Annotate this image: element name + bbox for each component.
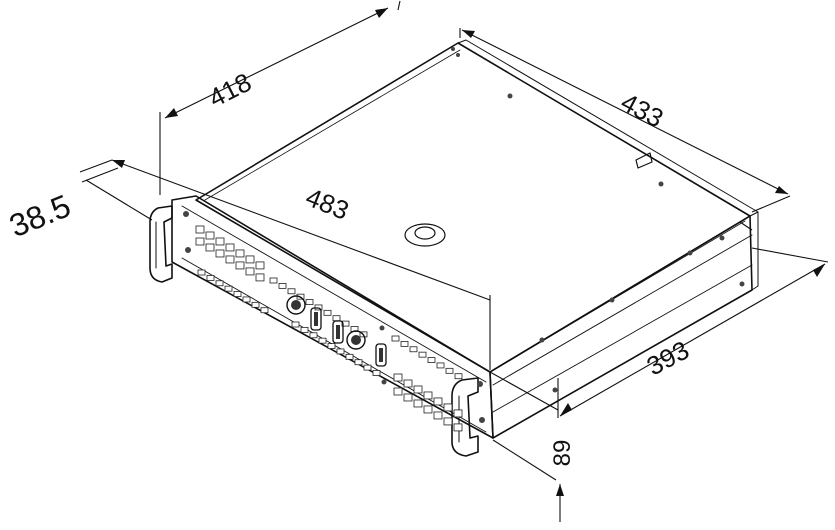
front-button	[278, 282, 287, 289]
front-button	[269, 277, 278, 284]
front-button	[433, 411, 443, 420]
front-button	[453, 409, 463, 418]
front-button	[205, 231, 215, 240]
dim-label-483: 483	[302, 182, 353, 226]
front-port-2-inner	[336, 325, 340, 339]
dimension-lines	[79, 0, 829, 522]
front-knob-right-center	[351, 335, 361, 345]
front-button	[233, 291, 242, 297]
front-button	[318, 337, 327, 344]
front-button	[195, 225, 205, 234]
front-button	[372, 370, 381, 376]
front-button	[393, 387, 403, 396]
front-button	[354, 359, 363, 366]
front-knob-right	[346, 330, 366, 350]
front-button	[309, 332, 318, 339]
chassis	[171, 39, 759, 439]
front-button	[413, 385, 423, 394]
front-button	[195, 237, 205, 246]
front-button	[242, 296, 251, 303]
front-button	[341, 320, 350, 327]
left-handle	[149, 205, 173, 283]
front-button	[454, 373, 463, 380]
front-port-2	[332, 320, 344, 344]
right-handle	[451, 377, 479, 457]
dim-label-418: 418	[204, 67, 256, 113]
top-knob-base	[404, 223, 446, 247]
top-knob	[414, 226, 436, 240]
front-button	[443, 417, 453, 426]
front-button	[433, 397, 443, 406]
dim-label-393: 393	[642, 335, 694, 382]
front-button	[215, 237, 225, 246]
front-button	[391, 335, 400, 342]
front-button	[225, 255, 235, 264]
front-button	[323, 309, 332, 316]
front-port-1-inner	[314, 312, 318, 326]
front-button	[215, 249, 225, 258]
dim-label-89: 89	[549, 440, 576, 467]
front-panel	[171, 195, 494, 439]
front-button	[300, 326, 309, 333]
front-button	[445, 367, 454, 374]
front-button	[245, 255, 255, 264]
front-button	[260, 307, 269, 314]
front-button	[215, 280, 224, 287]
front-button	[224, 285, 233, 292]
front-button	[436, 362, 445, 369]
front-button	[409, 346, 418, 353]
front-button	[393, 373, 403, 382]
front-button	[443, 403, 453, 412]
front-button	[251, 301, 260, 308]
front-button	[345, 353, 354, 360]
dim-label-433: 433	[616, 87, 668, 134]
front-port-3-inner	[379, 348, 383, 362]
front-button	[327, 343, 336, 349]
front-knob-left-center	[291, 300, 301, 310]
front-button	[427, 357, 436, 363]
front-button	[255, 273, 265, 282]
front-button	[225, 243, 235, 252]
front-button	[363, 364, 372, 371]
front-button	[418, 351, 427, 358]
chassis-top-cover	[195, 42, 751, 373]
front-button	[287, 288, 296, 295]
front-button	[235, 249, 245, 258]
front-button	[291, 321, 300, 328]
front-button	[423, 391, 433, 400]
front-button	[336, 348, 345, 355]
front-button	[403, 379, 413, 388]
front-button	[413, 399, 423, 408]
front-knob-left	[286, 295, 306, 315]
front-button	[197, 269, 206, 276]
front-button	[255, 261, 265, 270]
front-panel-controls	[195, 225, 463, 432]
front-button	[400, 340, 409, 347]
front-button	[205, 243, 215, 252]
dim-label-38-5: 38.5	[4, 187, 75, 244]
front-button	[332, 315, 341, 322]
front-button	[245, 267, 255, 276]
front-button	[206, 274, 215, 281]
chassis-side-panel	[489, 215, 753, 439]
front-port-1	[310, 307, 322, 331]
front-button	[403, 393, 413, 402]
front-button	[235, 261, 245, 270]
front-button	[453, 423, 463, 432]
front-button	[423, 405, 433, 414]
rack-ear-holes	[183, 211, 485, 423]
front-button	[305, 299, 314, 305]
front-port-3	[375, 343, 387, 367]
